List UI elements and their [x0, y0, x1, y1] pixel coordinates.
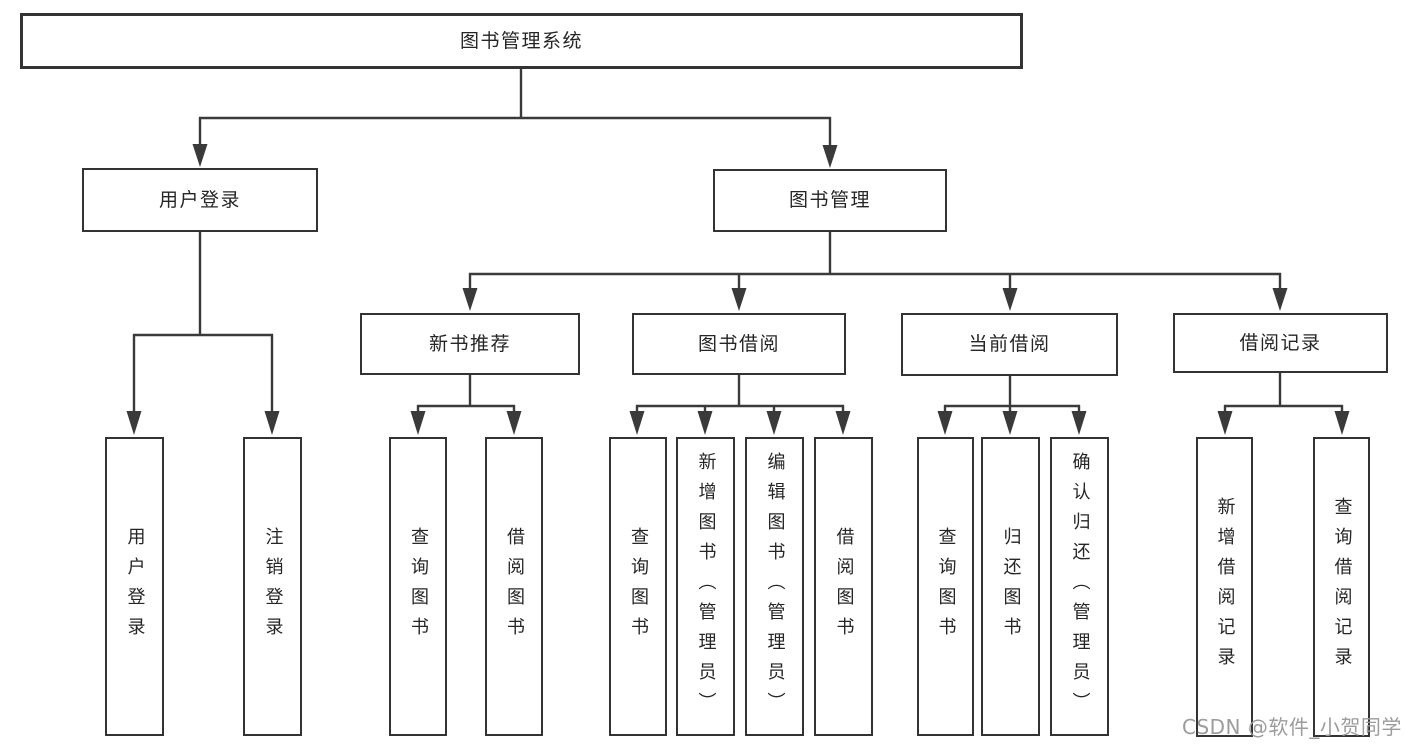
leaf-bb-edit-books-label: 编辑图书（管理员）: [764, 451, 786, 722]
leaf-br-query-record-label: 查询借阅记录: [1331, 497, 1353, 677]
leaf-user-login-label: 用户登录: [124, 526, 146, 647]
leaf-br-add-record-label: 新增借阅记录: [1214, 497, 1236, 677]
node-new-book-rec-label: 新书推荐: [428, 332, 511, 355]
leaf-bb-borrow-books-label: 借阅图书: [833, 526, 855, 647]
leaf-user-login: 用户登录: [105, 437, 164, 736]
leaf-cb-return-books-label: 归还图书: [1000, 526, 1022, 647]
leaf-br-add-record: 新增借阅记录: [1196, 437, 1253, 737]
connector-current-borrow-split: [937, 376, 1087, 435]
leaf-bb-query-books: 查询图书: [609, 437, 667, 736]
leaf-rec-query-books-label: 查询图书: [408, 526, 429, 647]
leaf-rec-query-books: 查询图书: [389, 437, 447, 736]
node-book-borrow-label: 图书借阅: [697, 332, 780, 355]
leaf-rec-borrow-books: 借阅图书: [485, 437, 543, 736]
leaf-rec-borrow-books-label: 借阅图书: [504, 526, 525, 647]
node-current-borrow: 当前借阅: [901, 313, 1118, 376]
leaf-cb-confirm-return-label: 确认归还（管理员）: [1069, 451, 1091, 722]
leaf-bb-add-books: 新增图书（管理员）: [676, 437, 735, 736]
leaf-bb-borrow-books: 借阅图书: [814, 437, 873, 736]
node-root-library-system: 图书管理系统: [20, 13, 1023, 69]
csdn-watermark: CSDN @软件_小贺同学: [1182, 715, 1402, 739]
node-current-borrow-label: 当前借阅: [968, 333, 1051, 355]
node-book-borrow: 图书借阅: [632, 313, 846, 375]
connector-book-mgmt-split: [462, 232, 1288, 311]
node-borrow-records-label: 借阅记录: [1239, 331, 1322, 354]
leaf-logout: 注销登录: [243, 437, 302, 736]
leaf-bb-edit-books: 编辑图书（管理员）: [745, 437, 804, 736]
leaf-br-query-record: 查询借阅记录: [1313, 437, 1370, 737]
node-user-login-branch-label: 用户登录: [158, 188, 241, 211]
node-new-book-rec: 新书推荐: [360, 313, 580, 375]
node-root-label: 图书管理系统: [459, 29, 583, 52]
connector-root-split: [192, 69, 838, 168]
node-borrow-records: 借阅记录: [1173, 313, 1388, 373]
leaf-cb-query-books-label: 查询图书: [935, 526, 957, 647]
leaf-cb-return-books: 归还图书: [981, 437, 1040, 736]
leaf-bb-query-books-label: 查询图书: [628, 526, 649, 647]
node-book-mgmt-branch: 图书管理: [713, 169, 947, 232]
leaf-cb-confirm-return: 确认归还（管理员）: [1050, 437, 1109, 736]
node-user-login-branch: 用户登录: [82, 168, 318, 232]
connector-book-borrow-split: [629, 375, 851, 435]
leaf-cb-query-books: 查询图书: [917, 437, 974, 736]
connector-borrow-records-split: [1217, 373, 1350, 435]
leaf-logout-label: 注销登录: [262, 526, 284, 647]
leaf-bb-add-books-label: 新增图书（管理员）: [695, 451, 717, 722]
node-book-mgmt-branch-label: 图书管理: [788, 189, 871, 211]
connector-new-book-rec-split: [410, 375, 522, 435]
connector-user-login-split: [126, 232, 280, 435]
